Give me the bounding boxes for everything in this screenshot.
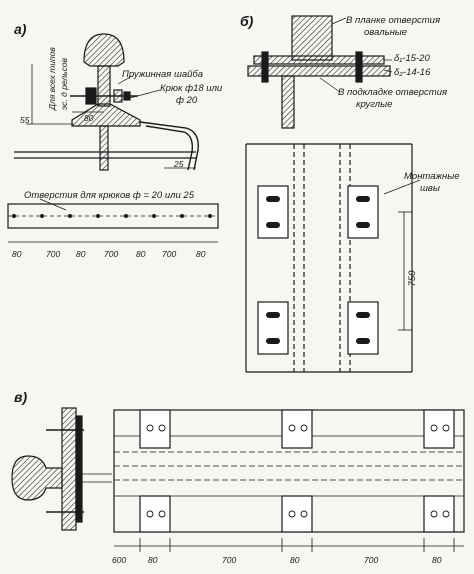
hook-holes [12,214,212,218]
pad-holes-line1: В подкладке отверстия [338,87,448,98]
v-spacing-0: 600 [112,555,127,565]
v-spacing-5: 80 [432,555,442,565]
panel-v-label: в) [14,389,28,405]
rail-web [97,65,111,107]
plate [253,55,385,65]
panel-b-label: б) [240,13,254,29]
a-spacing-6: 80 [196,249,206,259]
v-spacing-4: 700 [364,555,379,565]
dim-25: 25 [174,159,184,169]
panel-v-section [11,407,112,531]
v-spacing-1: 80 [148,555,158,565]
dim-55: 55 [20,115,30,125]
panel-b-section [247,15,393,129]
rail-head [83,33,125,67]
rail-side-profile [11,455,63,501]
a-spacing-2: 80 [76,249,86,259]
a-spacing-4: 80 [136,249,146,259]
spring-washer-label: Пружинная шайба [122,69,204,80]
holes-note: Отверстия для крюков ф = 20 или 25 [24,190,194,201]
rail-foot [71,103,141,127]
a-spacing-0: 80 [12,249,22,259]
dim-750: ~750 [407,270,418,292]
weight-label-line2: эс. д рельсов [59,57,69,110]
plate-holes-line1: В планке отверстия [346,15,441,26]
welds-line1: Монтажные [404,171,460,182]
a-spacing-3: 700 [104,249,119,259]
pad [247,65,391,77]
upper-block [291,15,333,61]
hook-part [139,121,199,171]
plan-pads [257,185,379,355]
hook-label-line1: Крюк ф18 или [160,83,223,94]
plan-plates [139,409,455,533]
pad-holes-line2: круглые [356,99,393,110]
a-spacing-5: 700 [162,249,177,259]
lower-web [281,75,295,129]
v-spacing-3: 80 [290,555,300,565]
panel-a-label: а) [14,21,27,37]
a-spacing-1: 700 [46,249,61,259]
welds-line2: швы [420,183,440,194]
delta1-label: δ₁-15-20 [394,53,430,64]
weight-label-line1: Для всех типов [47,47,57,110]
panel-b-plan [245,143,421,373]
spring-washer-part [113,89,123,103]
v-spacing-2: 700 [222,555,237,565]
panel-a-plan-strip [7,198,219,243]
dim-80: 80 [84,113,94,123]
panel-v-plan [113,409,465,552]
panel-a-rail-section [14,33,199,171]
hook-label-line2: ф 20 [176,95,198,106]
delta2-label: δ₂-14-16 [394,67,431,78]
plate-holes-line2: овальные [364,27,408,38]
